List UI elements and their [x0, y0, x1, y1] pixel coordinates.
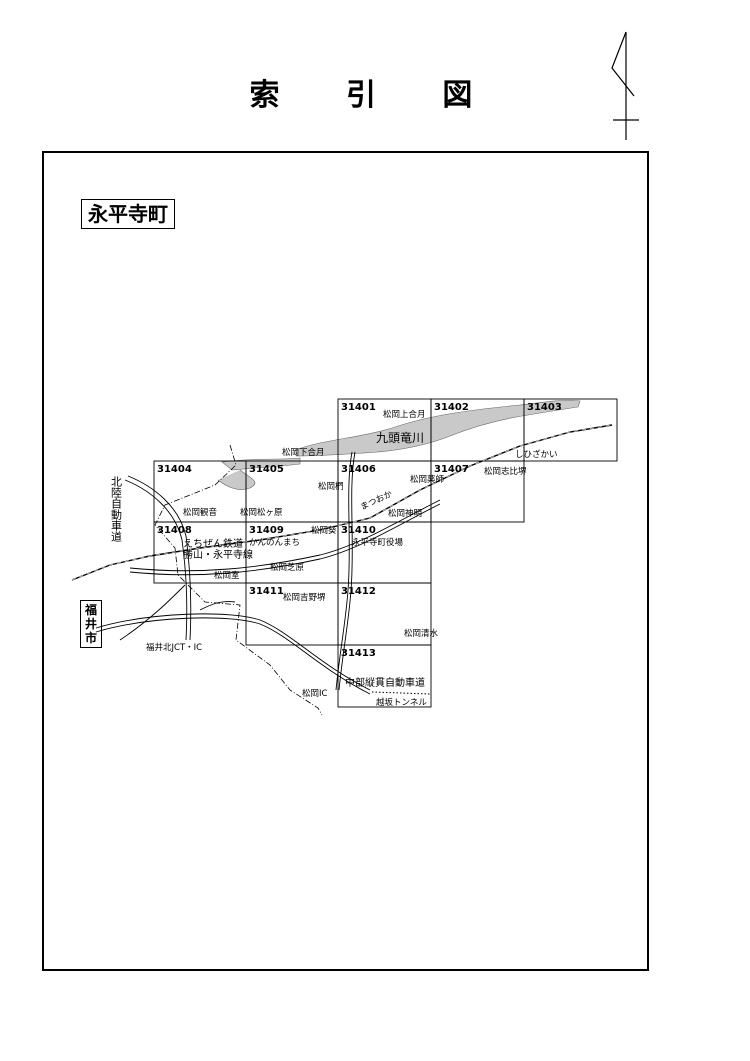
tile-label-31412: 31412 — [341, 586, 376, 597]
tile-label-31403: 31403 — [527, 402, 562, 413]
tile-31407 — [430, 460, 525, 523]
place-shibahara: 松岡芝原 — [270, 562, 304, 573]
area-name-badge: 永平寺町 — [81, 199, 175, 229]
place-shimoaizuki: 松岡下合月 — [282, 447, 325, 458]
label-echizen-rail: えちぜん鉄道 — [183, 537, 243, 550]
tile-label-31408: 31408 — [157, 525, 192, 536]
tile-label-31406: 31406 — [341, 464, 376, 475]
tile-label-31402: 31402 — [434, 402, 469, 413]
tile-31403 — [523, 398, 618, 462]
label-hokuriku-expwy: 北陸自動車道 — [110, 476, 123, 542]
label-echisaka-tunnel: 越坂トンネル — [376, 697, 427, 708]
place-shinmei: 松岡神明 — [388, 508, 422, 519]
city-name-badge: 福井市 — [80, 600, 102, 648]
label-chubu-expwy: 中部縦貫自動車道 — [345, 676, 425, 689]
tile-label-31401: 31401 — [341, 402, 376, 413]
place-town-office: 永平寺町役場 — [352, 537, 404, 548]
place-kamon: 松岡椚 — [318, 481, 344, 492]
label-fukui-kita-jct: 福井北JCT・IC — [146, 642, 202, 653]
tile-label-31413: 31413 — [341, 648, 376, 659]
page-title: 索 引 図 — [249, 78, 501, 113]
river-kuzuryu — [295, 400, 581, 457]
place-kuzuryu: 九頭竜川 — [376, 431, 424, 445]
tile-label-31410: 31410 — [341, 525, 376, 536]
tunnel-line — [371, 691, 431, 695]
tile-label-31404: 31404 — [157, 464, 192, 475]
place-kamiaizuki: 松岡上合月 — [383, 409, 426, 420]
place-matsugahara: 松岡松ヶ原 — [240, 507, 283, 518]
place-shihigakai: しひざかい — [515, 449, 558, 460]
place-shimizu: 松岡清水 — [404, 628, 439, 639]
place-muro: 松岡室 — [214, 570, 240, 581]
tile-label-31407: 31407 — [434, 464, 469, 475]
railway-echizen — [71, 424, 613, 581]
admin-boundary — [154, 444, 323, 716]
place-kannon-machi: かんのんまち — [249, 538, 300, 548]
tile-grid — [153, 398, 618, 708]
place-shihiro: 松岡志比堺 — [484, 466, 527, 477]
place-yakushi: 松岡薬師 — [410, 474, 445, 485]
place-yoshino: 松岡吉野堺 — [283, 592, 326, 603]
place-kannon: 松岡観音 — [183, 507, 218, 518]
tile-label-31409: 31409 — [249, 525, 284, 536]
roads — [95, 451, 441, 695]
tile-label-31405: 31405 — [249, 464, 284, 475]
label-matsuoka-ic: 松岡IC — [302, 688, 328, 699]
map-frame — [42, 151, 649, 971]
place-aoi: 松岡葵 — [311, 525, 337, 536]
label-katsuyama-line: 勝山・永平寺線 — [183, 548, 253, 561]
tile-label-31411: 31411 — [249, 586, 284, 597]
